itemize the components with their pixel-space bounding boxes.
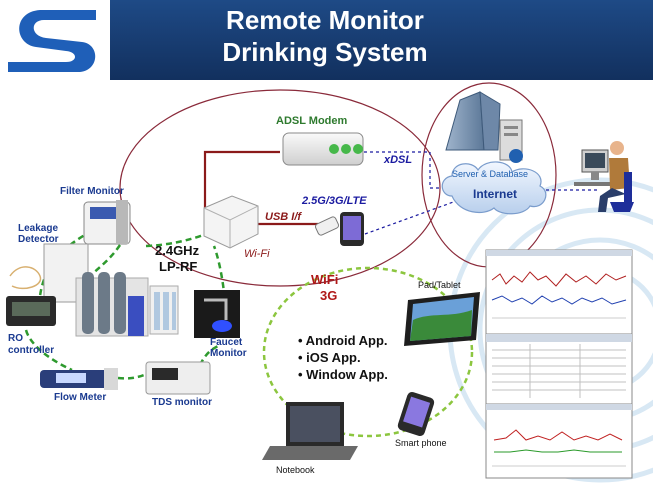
wifi-label: WiFi — [311, 272, 339, 287]
faucet-label-line-1: Faucet — [210, 337, 243, 348]
app-item-windows: • Window App. — [298, 367, 388, 382]
usb-if-label: USB I/f — [265, 211, 302, 223]
usb-dongle — [314, 216, 340, 236]
internet-label: Internet — [473, 187, 518, 201]
ro-controller-device — [6, 296, 56, 326]
notebook-label: Notebook — [276, 465, 315, 475]
smart-phone-label: Smart phone — [395, 438, 447, 448]
tablet-device — [404, 292, 480, 346]
wifi-italic-label: Wi-Fi — [244, 248, 270, 260]
faucet-label-line-2: Monitor — [210, 348, 247, 359]
rf-type-label: LP-RF — [159, 259, 198, 274]
three-g-label: 3G — [320, 288, 338, 303]
monitoring-screenshots — [485, 249, 633, 479]
filter-monitor-device — [83, 200, 131, 245]
flow-meter-label: Flow Meter — [54, 392, 107, 403]
remote-user — [574, 141, 634, 212]
tds-monitor-device — [145, 361, 211, 395]
tds-monitor-label: TDS monitor — [152, 397, 212, 408]
adsl-modem-device — [282, 132, 364, 166]
ro-label-line-2: controller — [8, 345, 55, 356]
gateway-box — [203, 195, 259, 249]
leakage-label-line-1: Leakage — [18, 223, 59, 234]
app-item-ios: • iOS App. — [298, 350, 361, 365]
page-title: Remote Monitor Drinking System — [110, 4, 540, 68]
cellular-phone — [340, 212, 364, 246]
company-logo — [8, 10, 96, 72]
smart-phone-device — [397, 391, 435, 437]
adsl-modem-label: ADSL Modem — [276, 115, 348, 127]
lp-rf-oval — [119, 89, 441, 287]
xdsl-label: xDSL — [384, 154, 413, 166]
cellular-label: 2.5G/3G/LTE — [302, 195, 367, 207]
server-building — [445, 91, 523, 163]
filter-monitor-label: Filter Monitor — [60, 186, 124, 197]
header-bar — [110, 0, 653, 80]
ro-label-line-1: RO — [8, 333, 23, 344]
leakage-label-line-2: Detector — [18, 234, 59, 245]
rf-frequency-label: 2.4GHz — [155, 243, 200, 258]
flow-meter-device — [40, 368, 118, 390]
wired-links — [203, 150, 318, 226]
title-line-2: Drinking System — [222, 37, 428, 67]
faucet-monitor-device — [194, 290, 240, 338]
app-item-android: • Android App. — [298, 333, 388, 348]
internet-cloud — [441, 161, 547, 215]
wifi-3g-circle — [262, 266, 474, 438]
title-line-1: Remote Monitor — [226, 5, 424, 35]
ro-filter-tanks — [75, 272, 179, 337]
server-database-label: Server & Database — [452, 169, 529, 179]
pad-tablet-label: Pad/Tablet — [418, 280, 461, 290]
notebook-device — [262, 402, 358, 460]
